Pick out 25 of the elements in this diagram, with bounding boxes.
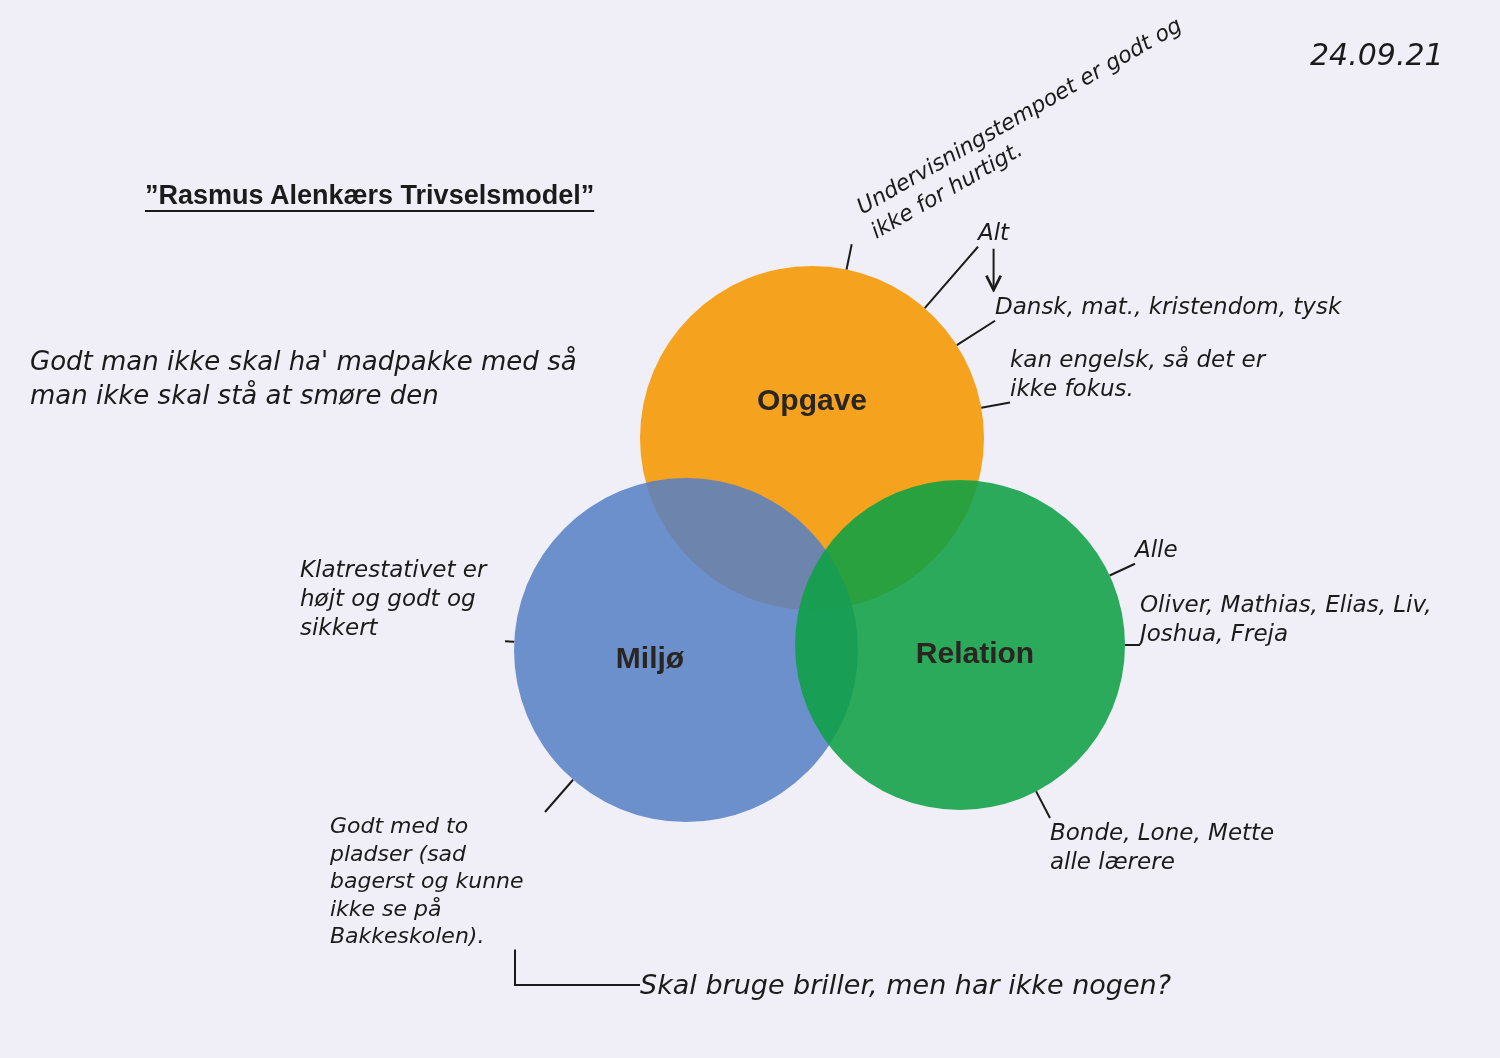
handwritten-note: Bonde, Lone, Mette alle lærere — [1050, 818, 1290, 876]
leader-line — [845, 243, 853, 271]
circle-label: Miljø — [615, 641, 685, 675]
title: ”Rasmus Alenkærs Trivselsmodel” — [145, 180, 595, 211]
handwritten-note: kan engelsk, så det er ikke fokus. — [1010, 345, 1300, 403]
handwritten-note: Oliver, Mathias, Elias, Liv, Joshua, Freja — [1140, 590, 1450, 648]
leader-line — [544, 778, 575, 813]
arrow — [985, 247, 1003, 292]
leader-line — [1108, 562, 1136, 577]
leader-line — [1035, 790, 1051, 819]
handwritten-note: Godt med to pladser (sad bagerst og kunne ikke se på Bakkeskolen). — [330, 812, 545, 950]
note-text: Godt man ikke skal ha' madpakke med så man ikke skal stå at smøre den — [30, 345, 578, 412]
leader-line — [980, 401, 1011, 409]
leader-line — [514, 948, 641, 986]
handwritten-note: Alt — [978, 218, 1010, 247]
leader-line — [504, 640, 516, 643]
circle-label: Opgave — [756, 383, 867, 417]
date-text: 24.09.21 — [1310, 36, 1444, 74]
handwritten-note: Alle — [1135, 535, 1178, 564]
leader-line — [923, 245, 979, 310]
leader-line — [955, 319, 996, 347]
handwritten-note: Skal bruge briller, men har ikke nogen? — [640, 968, 1171, 1002]
circle-label: Relation — [915, 636, 1035, 670]
handwritten-note: Klatrestativet er højt og godt og sikkert — [300, 555, 505, 642]
handwritten-note: Dansk, mat., kristendom, tysk — [995, 292, 1415, 321]
